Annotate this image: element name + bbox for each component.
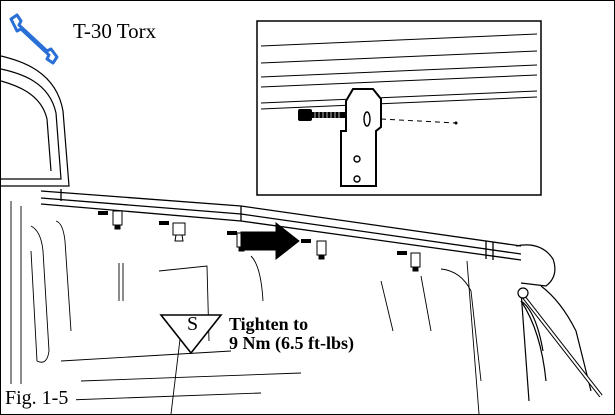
- direction-arrow: [240, 221, 300, 261]
- gas-strut: [517, 287, 603, 398]
- bed-rail: [40, 189, 522, 261]
- figure-label: Fig. 1-5: [1, 384, 77, 414]
- bolt-detail: [298, 109, 346, 121]
- torque-symbol: S: [187, 313, 199, 335]
- cab-window: [1, 55, 70, 187]
- torque-triangle-icon: [159, 314, 223, 355]
- torque-spec: Tighten to 9 Nm (6.5 ft-lbs): [229, 315, 354, 353]
- tailgate: [515, 244, 592, 402]
- wrench-icon: [9, 13, 59, 65]
- torque-line-1: Tighten to: [229, 314, 309, 334]
- bracket-detail: [340, 88, 382, 187]
- detail-inset: [256, 20, 542, 196]
- bolts: [98, 211, 407, 255]
- tool-label: T-30 Torx: [69, 19, 161, 43]
- torque-line-2: 9 Nm (6.5 ft-lbs): [229, 333, 354, 353]
- bed-wall: [10, 201, 482, 414]
